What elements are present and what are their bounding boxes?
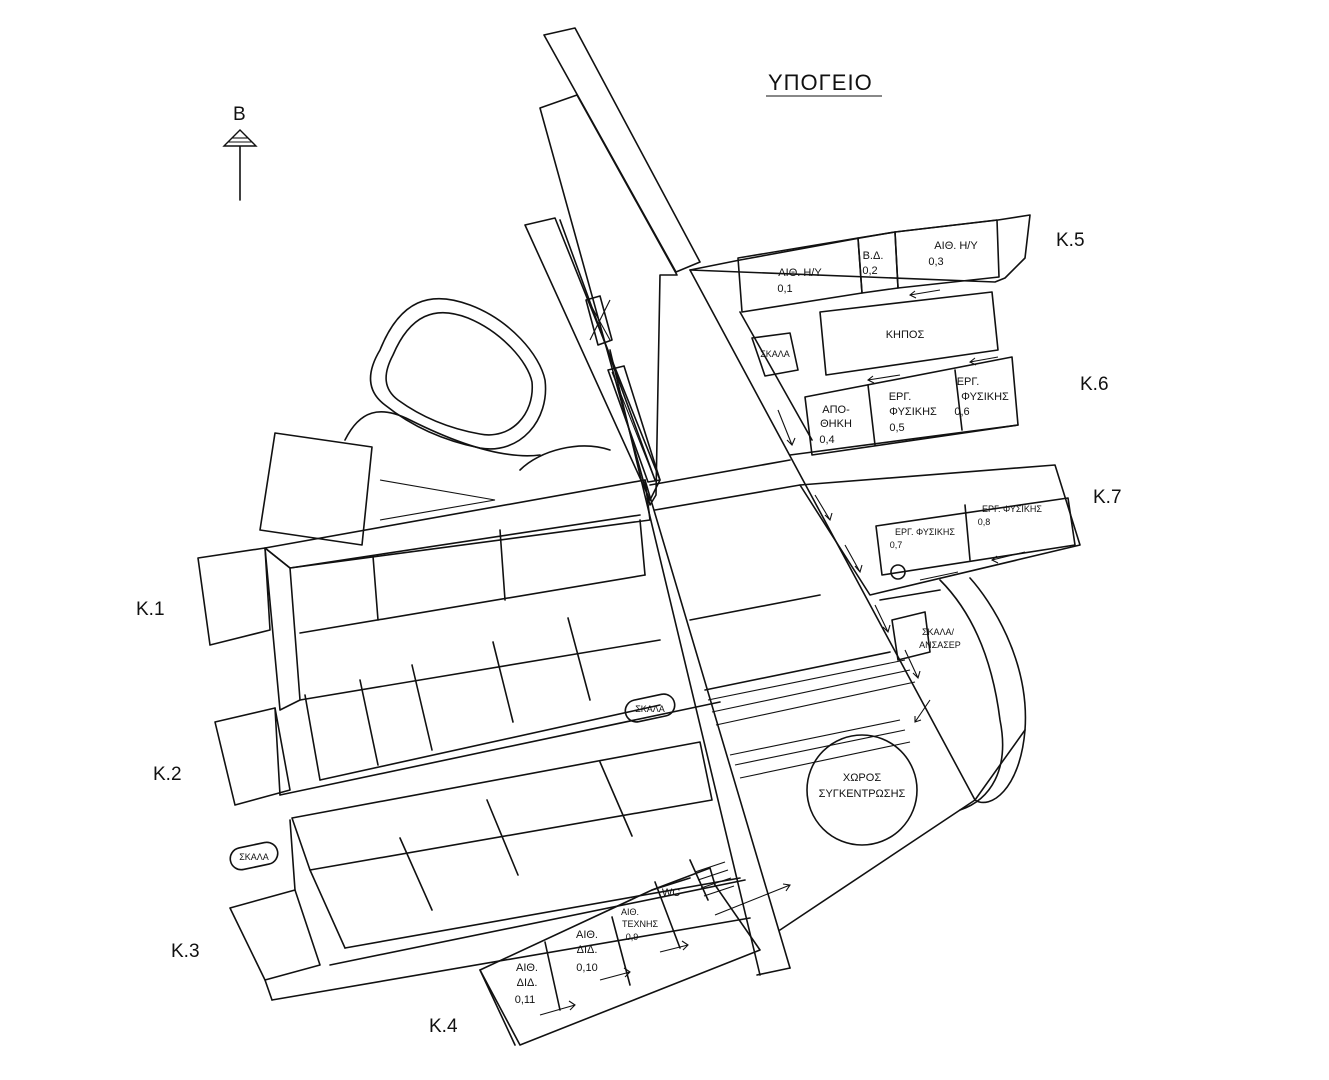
room-0-2-name: Β.Δ.	[863, 250, 884, 262]
north-arrow-icon	[222, 129, 258, 201]
east-wings	[689, 214, 1081, 661]
stair-k5-label: ΣΚΑΛΑ	[760, 349, 790, 359]
room-0-2-number: 0,2	[862, 265, 877, 277]
room-0-5-name-1: ΕΡΓ.	[889, 391, 912, 403]
room-0-1-number: 0,1	[777, 283, 792, 295]
stair-k2-label: ΣΚΑΛΑ	[239, 852, 269, 862]
garden-label: ΚΗΠΟΣ	[886, 329, 925, 341]
room-0-3-number: 0,3	[928, 256, 943, 268]
stair-k7-label-1: ΣΚΑΛΑ/	[922, 627, 955, 637]
stair-k7-label-2: ΑΝΣΑΣΕΡ	[919, 640, 961, 650]
room-0-10-name-2: ΔΙΔ.	[577, 944, 598, 956]
room-0-10-name-1: ΑΙΘ.	[576, 929, 598, 941]
pond-feature	[344, 297, 611, 521]
zone-k2-label: Κ.2	[153, 764, 182, 785]
room-0-11-name-2: ΔΙΔ.	[517, 977, 538, 989]
west-wings	[197, 479, 751, 1001]
room-0-9-name-2: ΤΕΧΝΗΣ	[622, 919, 659, 929]
room-0-6-name-2: ΦΥΣΙΚΗΣ	[961, 391, 1009, 403]
room-0-6-number: 0,6	[954, 406, 969, 418]
room-0-7-name: ΕΡΓ. ΦΥΣΙΚΗΣ	[895, 527, 955, 537]
evacuation-arrows	[539, 289, 1026, 1016]
room-0-9-number: 0,9	[626, 932, 639, 942]
room-0-6-name-1: ΕΡΓ.	[957, 376, 980, 388]
zone-k6-label: Κ.6	[1080, 374, 1109, 395]
k4-wing	[479, 859, 761, 1046]
room-0-5-name-2: ΦΥΣΙΚΗΣ	[889, 406, 937, 418]
zone-k1-label: Κ.1	[136, 599, 165, 620]
assembly-label-1: ΧΩΡΟΣ	[843, 772, 881, 784]
zone-k4-label: Κ.4	[429, 1016, 458, 1037]
zone-k3-label: Κ.3	[171, 941, 200, 962]
main-diagonal-wing	[524, 27, 976, 976]
assembly-label-2: ΣΥΓΚΕΝΤΡΩΣΗΣ	[819, 788, 906, 800]
zone-k7-label: Κ.7	[1093, 487, 1122, 508]
room-0-4-number: 0,4	[819, 434, 834, 446]
plan-title: ΥΠΟΓΕΙΟ	[768, 70, 873, 95]
room-0-3-name: ΑΙΘ. Η/Υ	[934, 240, 978, 252]
zone-k5-label: Κ.5	[1056, 230, 1085, 251]
room-0-8-number: 0,8	[978, 517, 991, 527]
central-court	[649, 459, 1027, 931]
room-0-4-name-2: ΘΗΚΗ	[820, 418, 852, 430]
assembly-area	[806, 734, 918, 846]
stair-mid-label: ΣΚΑΛΑ	[635, 704, 665, 714]
square-block	[259, 432, 373, 546]
room-0-11-name-1: ΑΙΘ.	[516, 962, 538, 974]
room-0-8-name: ΕΡΓ. ΦΥΣΙΚΗΣ	[982, 504, 1042, 514]
room-0-4-name-1: ΑΠΟ-	[822, 404, 850, 416]
room-0-9-name-1: ΑΙΘ.	[621, 907, 639, 917]
room-0-7-number: 0,7	[890, 540, 903, 550]
room-0-5-number: 0,5	[889, 422, 904, 434]
north-label: Β	[233, 104, 246, 125]
wc-label: WC	[662, 887, 680, 899]
room-0-10-number: 0,10	[576, 962, 597, 974]
room-0-11-number: 0,11	[515, 994, 536, 1006]
room-0-1-name: ΑΙΘ. Η/Υ	[778, 267, 822, 279]
